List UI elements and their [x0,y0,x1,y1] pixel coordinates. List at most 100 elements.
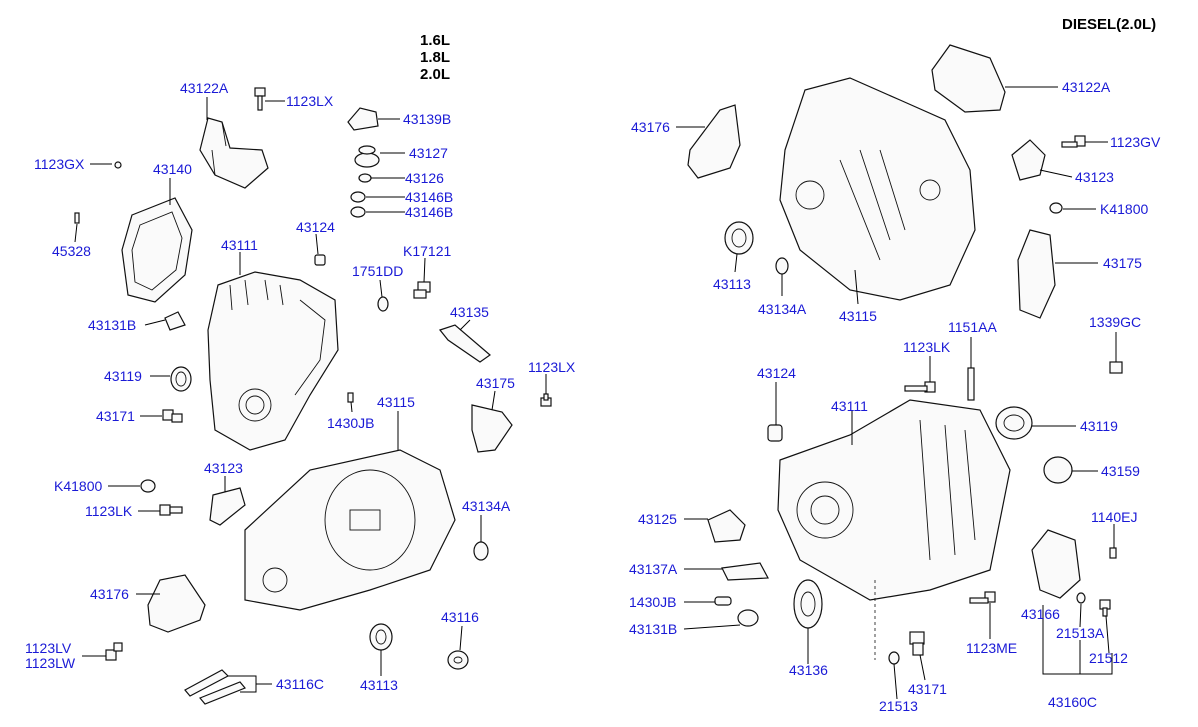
part-43176-bracket-right [687,104,741,179]
label-1430JB-right: 1430JB [629,594,676,610]
part-K17121-plug [413,281,431,299]
label-43116C: 43116C [276,676,324,692]
part-43124-plug-right [767,424,783,442]
label-45328: 45328 [52,243,91,259]
label-43140: 43140 [153,161,192,177]
label-1430JB: 1430JB [327,415,374,431]
part-K41800-washer-right [1049,202,1063,214]
leader-lines [74,86,1117,700]
part-43123-clip-right [1011,139,1046,181]
part-1140EJ-bolt [1109,547,1117,559]
label-43139B: 43139B [403,111,451,127]
part-43115-housing [244,449,456,611]
part-43136-plate [793,579,823,629]
label-43131B-right: 43131B [629,621,677,637]
part-1123LK-bolt [159,504,183,516]
part-43113-seal-right [724,221,754,255]
label-43123: 43123 [204,460,243,476]
label-21512: 21512 [1089,650,1128,666]
part-21513-washer [888,651,900,665]
label-43115: 43115 [377,394,415,410]
part-43125-cover [707,509,746,543]
engine-label-3: 2.0L [420,66,450,83]
label-43136: 43136 [789,662,828,678]
label-43111-right: 43111 [831,398,868,414]
label-K41800: K41800 [54,478,102,494]
part-43134A-seal-right [775,257,789,275]
label-43111: 43111 [221,237,258,253]
part-1123GV-bolt [1061,135,1086,148]
part-21512-bolt [1099,599,1111,617]
label-21513: 21513 [879,698,918,714]
label-43122A-right: 43122A [1062,79,1111,95]
label-43113-right: 43113 [713,276,751,292]
label-43127: 43127 [409,145,448,161]
part-43176-bracket [147,574,206,633]
part-43111-case [207,271,339,451]
label-43115-right: 43115 [839,308,877,324]
part-43111-case-right [777,399,1011,601]
label-43122A: 43122A [180,80,229,96]
label-1123ME: 1123ME [966,640,1017,656]
label-43159: 43159 [1101,463,1140,479]
label-1123GX: 1123GX [34,156,85,172]
engine-label-2: 1.8L [420,49,450,66]
label-43124-right: 43124 [757,365,796,381]
part-43159-gasket [1043,456,1073,484]
label-K17121: K17121 [403,243,451,259]
part-43116C-pins [184,669,246,705]
label-43131B: 43131B [88,317,136,333]
label-K41800-right: K41800 [1100,201,1148,217]
label-43126: 43126 [405,170,444,186]
part-43171-sensor [162,409,183,423]
part-43126-washer [358,173,372,183]
part-1123LV-bolt [105,642,123,661]
label-43113: 43113 [360,677,398,693]
label-1123LV: 1123LV [25,640,72,656]
part-43127-mount [354,145,380,168]
part-43140-cover [121,197,193,303]
label-43134A: 43134A [462,498,511,514]
label-43137A: 43137A [629,561,678,577]
part-1430JB-pin-right [714,596,732,606]
part-43131B-right [737,609,759,627]
diesel-label: DIESEL(2.0L) [1062,16,1156,33]
part-43175-bracket [471,404,513,453]
label-43125: 43125 [638,511,677,527]
part-43137A-plate [721,562,769,581]
label-43175-right: 43175 [1103,255,1142,271]
label-43124: 43124 [296,219,335,235]
part-K41800-washer [140,479,156,493]
label-43123-right: 43123 [1075,169,1114,185]
part-43135-bracket [438,324,491,363]
part-1123ME-bolt [969,591,996,604]
part-1123LX-bolt [254,87,266,111]
label-1140EJ: 1140EJ [1091,509,1137,525]
part-43139B-clip [347,107,379,131]
part-43134A-seal [473,541,489,561]
engine-label-1: 1.6L [420,32,450,49]
label-1123LK: 1123LK [85,503,133,519]
label-43166: 43166 [1021,606,1060,622]
part-43131B [164,311,186,331]
part-43113-seal [369,623,393,651]
label-1123LK-right: 1123LK [903,339,951,355]
label-1751DD: 1751DD [352,263,403,279]
label-43176: 43176 [90,586,129,602]
part-1123GX-bolt [114,161,122,169]
part-1751DD-washer [377,296,389,312]
label-43116: 43116 [441,609,479,625]
part-43119-seal-right [995,406,1033,440]
part-45328-pin [74,212,80,224]
label-43176-right: 43176 [631,119,670,135]
part-1430JB-pin [347,392,354,403]
part-21513A-washer [1076,592,1086,604]
label-43134A-right: 43134A [758,301,807,317]
label-43171: 43171 [96,408,135,424]
label-43160C: 43160C [1048,694,1097,710]
part-1123LK-bolt-right [904,381,936,393]
part-43175-bracket-right [1017,229,1056,319]
part-43122A-bracket [199,117,269,189]
label-21513A: 21513A [1056,625,1105,641]
